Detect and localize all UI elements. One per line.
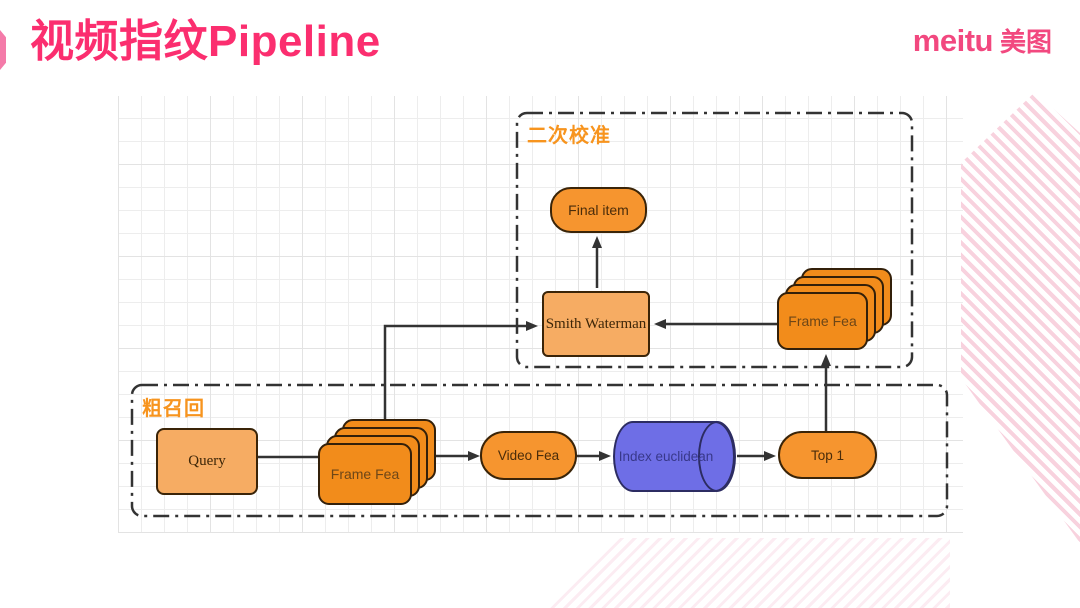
logo-cjk: 美图 — [999, 27, 1052, 57]
node-smith-waterman: Smith Waterman — [542, 291, 650, 357]
cylinder-cap — [697, 420, 736, 492]
node-frame-fea-stack-recall: Frame Fea — [318, 419, 436, 505]
recall-group-label: 粗召回 — [142, 398, 205, 420]
page-title: 视频指纹Pipeline — [30, 17, 381, 66]
arrow-framefea-bottom-to-smith — [383, 321, 538, 419]
left-edge-pink-sliver — [0, 30, 6, 70]
meitu-logo: meitu 美图 — [913, 22, 1052, 59]
stack-card-front: Frame Fea — [777, 292, 868, 350]
node-top1: Top 1 — [778, 431, 877, 479]
calibration-group-label: 二次校准 — [527, 125, 611, 147]
cylinder-label: Index euclidean — [618, 449, 714, 464]
node-frame-fea-stack-calibration: Frame Fea — [777, 268, 892, 350]
node-video-fea: Video Fea — [480, 431, 577, 480]
recall-group-border — [130, 383, 949, 518]
stack-card-front: Frame Fea — [318, 443, 412, 505]
node-index-euclidean-cylinder: Index euclidean — [613, 420, 736, 492]
logo-wordmark: meitu — [912, 23, 994, 58]
node-final-item: Final item — [550, 187, 647, 233]
calibration-group-border — [515, 111, 914, 369]
node-query: Query — [156, 428, 258, 495]
